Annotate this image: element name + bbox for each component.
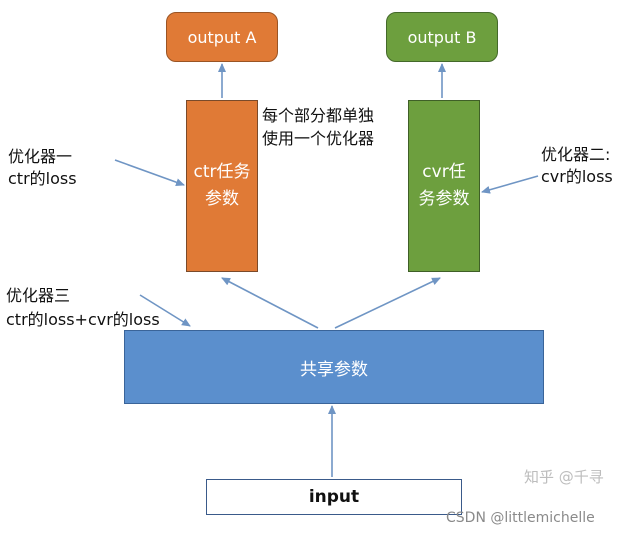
shared-params-node: 共享参数 — [124, 330, 544, 404]
cvr-task-label: cvr任务参数 — [418, 162, 470, 209]
separate-optimizer-note: 每个部分都单独 使用一个优化器 — [262, 104, 374, 150]
arrow-opt3-to-shared — [139, 294, 191, 327]
optimizer-three-annotation: 优化器三 ctr的loss+cvr的loss — [6, 284, 160, 332]
ctr-task-label: ctr任务参数 — [193, 162, 251, 209]
output-a-label: output A — [187, 27, 257, 47]
optimizer-three-title: 优化器三 — [6, 286, 71, 305]
csdn-watermark: CSDN @littlemichelle — [446, 510, 595, 526]
zhihu-watermark: 知乎 @千寻 — [524, 468, 604, 486]
arrow-shared-to-cvr — [334, 277, 441, 329]
output-b-node: output B — [386, 12, 498, 62]
optimizer-two-loss: cvr的loss — [541, 167, 613, 186]
optimizer-two-annotation: 优化器二: cvr的loss — [541, 144, 613, 188]
note-line-2: 使用一个优化器 — [262, 129, 375, 148]
optimizer-three-loss: ctr的loss+cvr的loss — [6, 310, 160, 329]
note-line-1: 每个部分都单独 — [262, 106, 375, 125]
arrow-opt1-to-ctr — [114, 159, 185, 187]
input-node: input — [206, 479, 462, 515]
optimizer-one-title: 优化器一 — [8, 147, 73, 166]
shared-params-label: 共享参数 — [300, 359, 368, 380]
input-label: input — [308, 487, 360, 507]
output-b-label: output B — [407, 27, 477, 47]
arrow-shared-to-ctr — [221, 277, 319, 329]
optimizer-one-annotation: 优化器一 ctr的loss — [8, 146, 77, 190]
output-a-node: output A — [166, 12, 278, 62]
optimizer-one-loss: ctr的loss — [8, 169, 77, 188]
optimizer-two-title: 优化器二: — [541, 145, 611, 164]
cvr-task-params-node: cvr任务参数 — [408, 100, 480, 272]
ctr-task-params-node: ctr任务参数 — [186, 100, 258, 272]
arrow-opt2-to-cvr — [481, 175, 539, 194]
